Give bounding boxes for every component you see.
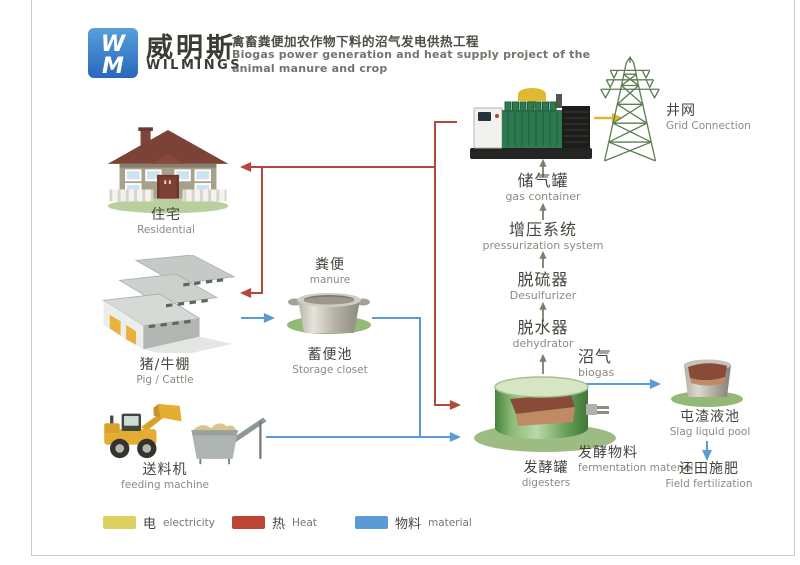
label-biogas: 沼气 biogas (578, 347, 658, 380)
label-digesters-en: digesters (521, 476, 571, 489)
label-biogas-en: biogas (578, 365, 615, 379)
page-edge-bottom (31, 555, 795, 556)
label-pressurization-system-en: pressurization system (482, 238, 604, 252)
transmission-tower-icon (600, 56, 660, 162)
legend-heat: 热 Heat (232, 513, 317, 532)
label-field-fertilization-cn: 还田施肥 (679, 461, 739, 477)
label-digesters-cn: 发酵罐 (523, 460, 569, 476)
label-biogas-cn: 沼气 (578, 347, 613, 366)
legend-electricity-cn: 电 (143, 517, 157, 532)
label-residential-en: Residential (137, 223, 195, 236)
label-fermentation-material-cn: 发酵物料 (578, 445, 638, 461)
label-storage-closet: 蓄便池 Storage closet (275, 347, 385, 376)
label-dehydrator: 脱水器 dehydrator (473, 318, 613, 351)
label-fermentation-material: 发酵物料 fermentation material (578, 445, 728, 474)
heat-line-to-barn (239, 167, 263, 298)
residential-house-icon (107, 127, 229, 214)
label-field-fertilization-en: Field fertilization (665, 477, 753, 490)
slag-pool-pot-icon (671, 359, 743, 407)
label-pressurization-system-cn: 增压系统 (508, 220, 577, 239)
logo-letter-m: M (102, 54, 124, 78)
generator-icon (470, 88, 592, 159)
page-edge-right (794, 0, 795, 556)
label-residential-cn: 住宅 (151, 207, 181, 223)
label-grid-connection: 井网 Grid Connection (666, 103, 791, 132)
label-desulfurizer-cn: 脱硫器 (517, 270, 569, 289)
label-manure-cn: 粪便 (315, 257, 345, 273)
label-feeding-machine: 送料机 feeding machine (95, 462, 235, 491)
label-feeding-machine-en: feeding machine (121, 478, 209, 491)
legend-heat-cn: 热 (272, 517, 286, 532)
label-field-fertilization: 还田施肥 Field fertilization (650, 461, 768, 490)
legend-heat-en: Heat (292, 516, 317, 529)
label-residential: 住宅 Residential (110, 207, 222, 236)
legend-electricity: 电 electricity (103, 513, 215, 532)
heat-line-generator-to-digester (434, 121, 461, 410)
diagram-title-cn: 禽畜粪便加农作物下料的沼气发电供热工程 (232, 34, 480, 49)
pig-cattle-barn-icon (102, 255, 236, 353)
brand-name-en: WILMINGS (146, 58, 243, 73)
label-desulfurizer-en: Desulfurizer (509, 288, 577, 302)
label-storage-closet-cn: 蓄便池 (307, 347, 353, 363)
label-storage-closet-en: Storage closet (292, 363, 368, 376)
label-pig-cattle: 猪/牛棚 Pig / Cattle (105, 357, 225, 386)
legend-electricity-swatch (103, 516, 136, 529)
label-pressurization-system: 增压系统 pressurization system (463, 220, 623, 253)
label-gas-container: 储气罐 gas container (473, 171, 613, 204)
label-slag-liquid-pool-cn: 屯渣液池 (680, 409, 740, 425)
material-line-storage-to-feedline (372, 317, 421, 436)
legend-heat-swatch (232, 516, 265, 529)
label-dehydrator-cn: 脱水器 (517, 318, 569, 337)
digester-tank-icon (474, 376, 616, 452)
label-gas-container-en: gas container (505, 189, 581, 203)
page-edge-left (31, 0, 32, 556)
wilmings-logo-icon: W M (88, 28, 138, 78)
storage-closet-pot-icon (287, 293, 371, 334)
legend-material-cn: 物料 (395, 517, 422, 532)
label-desulfurizer: 脱硫器 Desulfurizer (473, 270, 613, 303)
legend-electricity-en: electricity (163, 516, 215, 529)
legend-material-swatch (355, 516, 388, 529)
label-fermentation-material-en: fermentation material (578, 461, 694, 474)
legend-material: 物料 material (355, 513, 472, 532)
label-pig-cattle-en: Pig / Cattle (136, 373, 194, 386)
label-grid-connection-cn: 井网 (666, 103, 696, 119)
label-slag-liquid-pool: 屯渣液池 Slag liquid pool (655, 409, 765, 438)
diagram-title-en-line1: Biogas power generation and heat supply … (232, 48, 591, 61)
label-digesters: 发酵罐 digesters (486, 460, 606, 489)
label-slag-liquid-pool-en: Slag liquid pool (669, 425, 751, 438)
label-feeding-machine-cn: 送料机 (142, 462, 188, 478)
logo-letter-w: W (101, 32, 127, 57)
label-manure-en: manure (309, 273, 351, 286)
feed-hopper-icon (191, 417, 267, 465)
heat-lines (239, 121, 461, 410)
legend-material-en: material (428, 516, 472, 529)
brand-name-cn: 威明斯 (146, 33, 236, 64)
label-manure: 粪便 manure (285, 257, 375, 286)
label-dehydrator-en: dehydrator (512, 336, 574, 350)
label-pig-cattle-cn: 猪/牛棚 (139, 357, 191, 373)
wheel-loader-icon (104, 403, 182, 459)
label-grid-connection-en: Grid Connection (666, 119, 751, 132)
diagram-title-en-line2: animal manure and crop (232, 62, 388, 75)
label-gas-container-cn: 储气罐 (517, 171, 569, 190)
